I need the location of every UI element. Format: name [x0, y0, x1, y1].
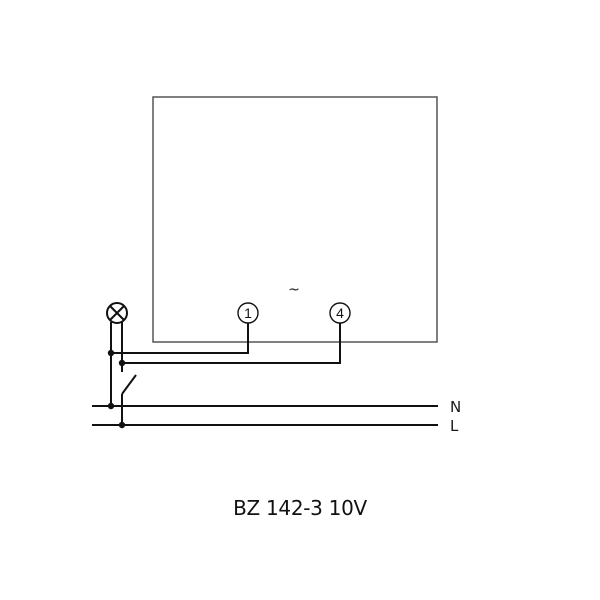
junction-dot [118, 359, 126, 367]
junction-dot [107, 349, 115, 357]
terminal-1-label: 1 [244, 305, 252, 321]
wire-terminal-4 [122, 323, 341, 364]
ac-supply-symbol: ~ [288, 282, 300, 298]
wires [92, 322, 438, 426]
terminal-4: 4 [329, 302, 351, 324]
junction-dot [118, 421, 126, 429]
terminal-4-label: 4 [336, 305, 344, 321]
device-box [152, 96, 438, 343]
terminal-1: 1 [237, 302, 259, 324]
switch-icon [121, 374, 137, 395]
diagram-title: BZ 142-3 10V [233, 496, 367, 520]
junction-dot [107, 402, 115, 410]
neutral-label: N [450, 398, 461, 416]
lamp-icon [106, 302, 128, 324]
junction-dots [107, 349, 126, 429]
live-label: L [450, 417, 459, 435]
wire-terminal-1 [111, 323, 249, 354]
